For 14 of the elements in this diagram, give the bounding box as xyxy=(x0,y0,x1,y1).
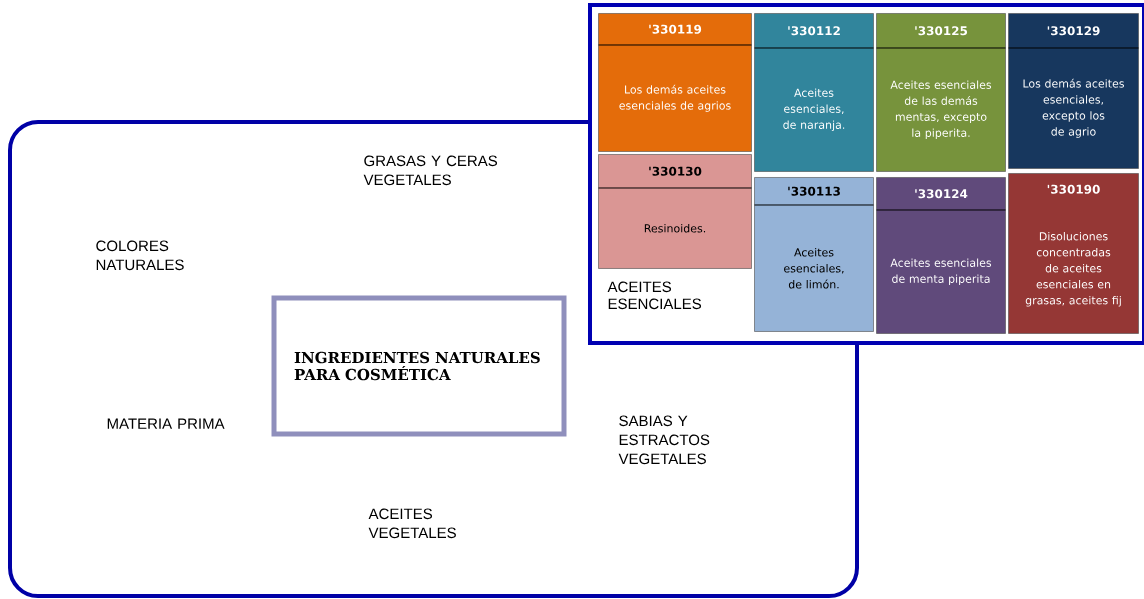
category-label: ACEITES VEGETALES xyxy=(368,508,456,539)
code-cell: '330124 Aceites esenciales de menta piperita xyxy=(876,177,1006,334)
category-label: SABIAS Y ESTRACTOS VEGETALES xyxy=(618,415,710,465)
code-cell: '330112 Aceites esenciales, de naranja. xyxy=(754,13,874,172)
category-label: MATERIA PRIMA xyxy=(107,418,225,429)
code-cell: '330113 Aceites esenciales, de limón. xyxy=(754,177,874,332)
code-cell: '330190 Disoluciones concentradas de aceites esenciales en grasas, aceites fij xyxy=(1008,173,1139,334)
title-box: INGREDIENTES NATURALES PARA COSMÉTICA xyxy=(271,295,567,437)
category-label: GRASAS Y CERAS VEGETALES xyxy=(363,155,498,186)
code-cell: '330119 Los demás aceites esenciales de agrios xyxy=(598,13,752,152)
code-cell: '330129 Los demás aceites esenciales, excepto los de agrio xyxy=(1008,13,1139,169)
code-cell: '330125 Aceites esenciales de las demás mentas, excepto la piperita. xyxy=(876,13,1006,172)
code-cell: '330130 Resinoides. xyxy=(598,154,752,269)
category-label: COLORES NATURALES xyxy=(96,240,184,271)
